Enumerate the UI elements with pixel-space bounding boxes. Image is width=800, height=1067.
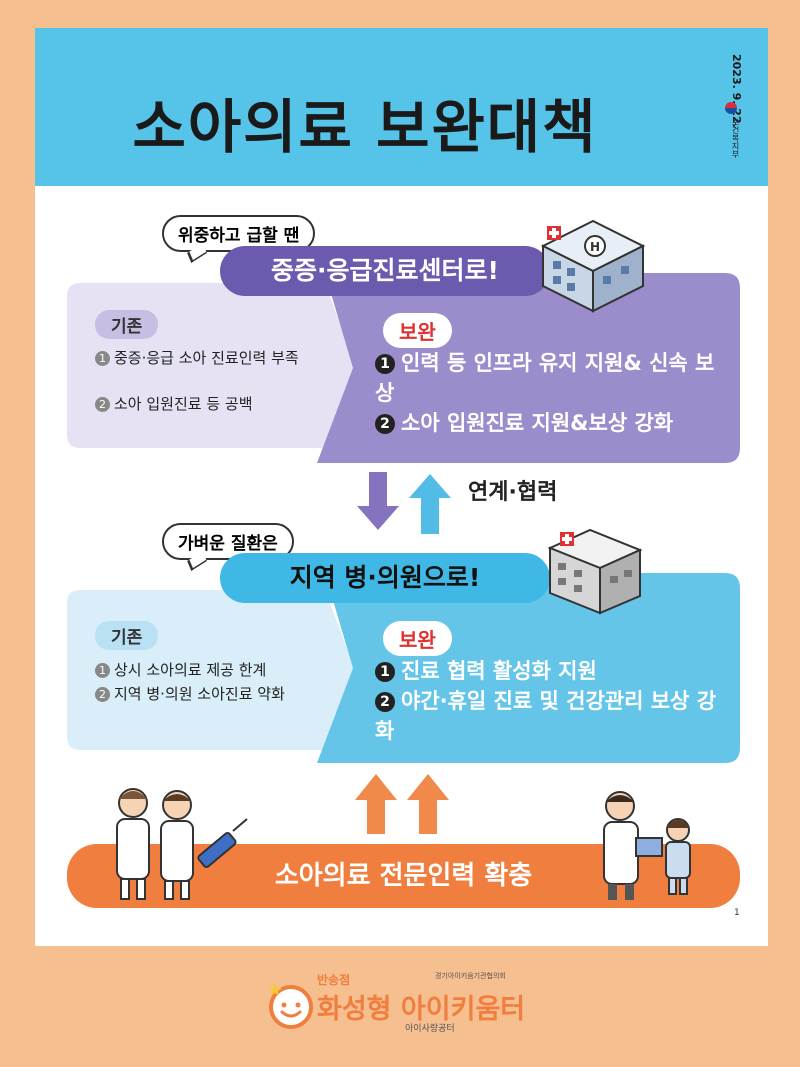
org-label: 경기아이키움기관협의회 [435,972,506,980]
link-label: 연계·협력 [468,480,558,505]
syringe-icon [197,818,248,868]
expansion-arrows [355,774,449,834]
svg-text:H: H [590,240,600,254]
page-title: 소아의료 보완대책 [132,93,598,161]
speech-bubble-top: 위중하고 급할 땐 [162,215,316,252]
doctor-and-child-illustration [603,791,691,900]
smiley-logo-icon [268,983,313,1029]
speech-bubble-bottom: 가벼운 질환은 [162,523,294,560]
doctors-illustration [116,788,248,900]
down-arrow-icon [357,472,399,530]
up-arrow-icon [407,774,449,834]
branch-label: 반송점 [317,973,351,987]
existing-tag-bottom: 기존 [95,621,159,650]
up-arrow-icon [355,774,397,834]
clinic-building-icon [547,528,643,615]
logo-wordmark: 화성형 아이키움터 [317,994,526,1025]
government-emblem-icon [725,102,737,114]
ministry-label: 보건복지부 [731,118,740,158]
tablet-icon [635,837,663,857]
poster-card: 소아의료 보완대책 2023. 9. 22. 보건복지부 위중하고 급할 땐 중… [35,28,768,946]
logo-subtitle: 아이사랑공터 [405,1024,455,1034]
local-clinic-banner: 지역 병·의원으로! [220,553,550,603]
hospital-building-icon: H [540,219,646,313]
header: 소아의료 보완대책 2023. 9. 22. 보건복지부 [35,28,768,186]
supplement-tag-bottom: 보완 [383,621,452,656]
up-arrow-icon [409,474,451,534]
supplement-tag-top: 보완 [383,313,452,348]
page-number: 1 [734,908,740,918]
emergency-center-banner: 중증·응급진료센터로! [220,246,550,296]
existing-tag-top: 기존 [95,310,159,339]
link-arrows [357,472,451,534]
organization-logo: 반송점 경기아이키움기관협의회 화성형 아이키움터 아이사랑공터 [265,972,565,1045]
